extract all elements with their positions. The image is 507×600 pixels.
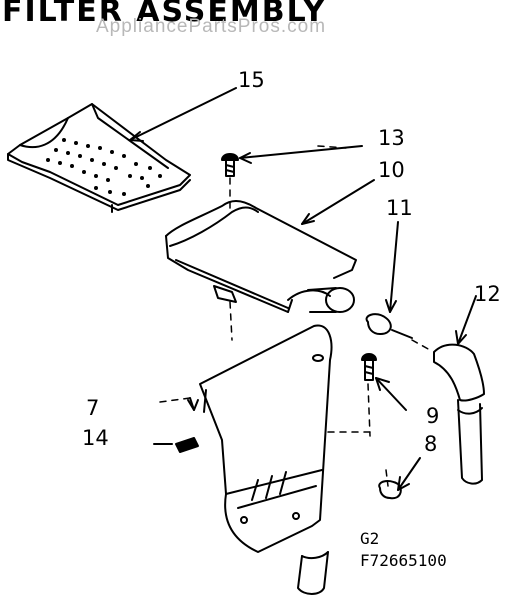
watermark: AppliancePartsPros.com xyxy=(96,16,327,37)
callout-8: 8 xyxy=(424,432,438,456)
part-7-bracket xyxy=(199,324,333,595)
part-number-code: F72665100 xyxy=(360,551,447,570)
part-10-filter-housing xyxy=(165,200,357,313)
part-12-duct xyxy=(433,343,485,485)
callout-10: 10 xyxy=(378,158,405,182)
callout-13: 13 xyxy=(378,126,405,150)
callout-15: 15 xyxy=(238,68,265,92)
callout-14: 14 xyxy=(82,426,109,450)
part-9-screw xyxy=(361,353,377,381)
part-15-lint-screen xyxy=(7,103,191,213)
part-11-clamp xyxy=(365,313,413,339)
diagram-title: FILTER ASSEMBLY xyxy=(2,0,327,29)
part-8-clamp xyxy=(378,480,402,500)
callout-7: 7 xyxy=(86,396,100,420)
part-13-screw xyxy=(221,153,239,177)
callout-9: 9 xyxy=(426,404,440,428)
callout-12: 12 xyxy=(474,282,501,306)
group-code: G2 xyxy=(360,529,380,548)
leader-lines xyxy=(129,87,477,491)
part-14-clip xyxy=(175,437,199,453)
callout-11: 11 xyxy=(386,196,413,220)
